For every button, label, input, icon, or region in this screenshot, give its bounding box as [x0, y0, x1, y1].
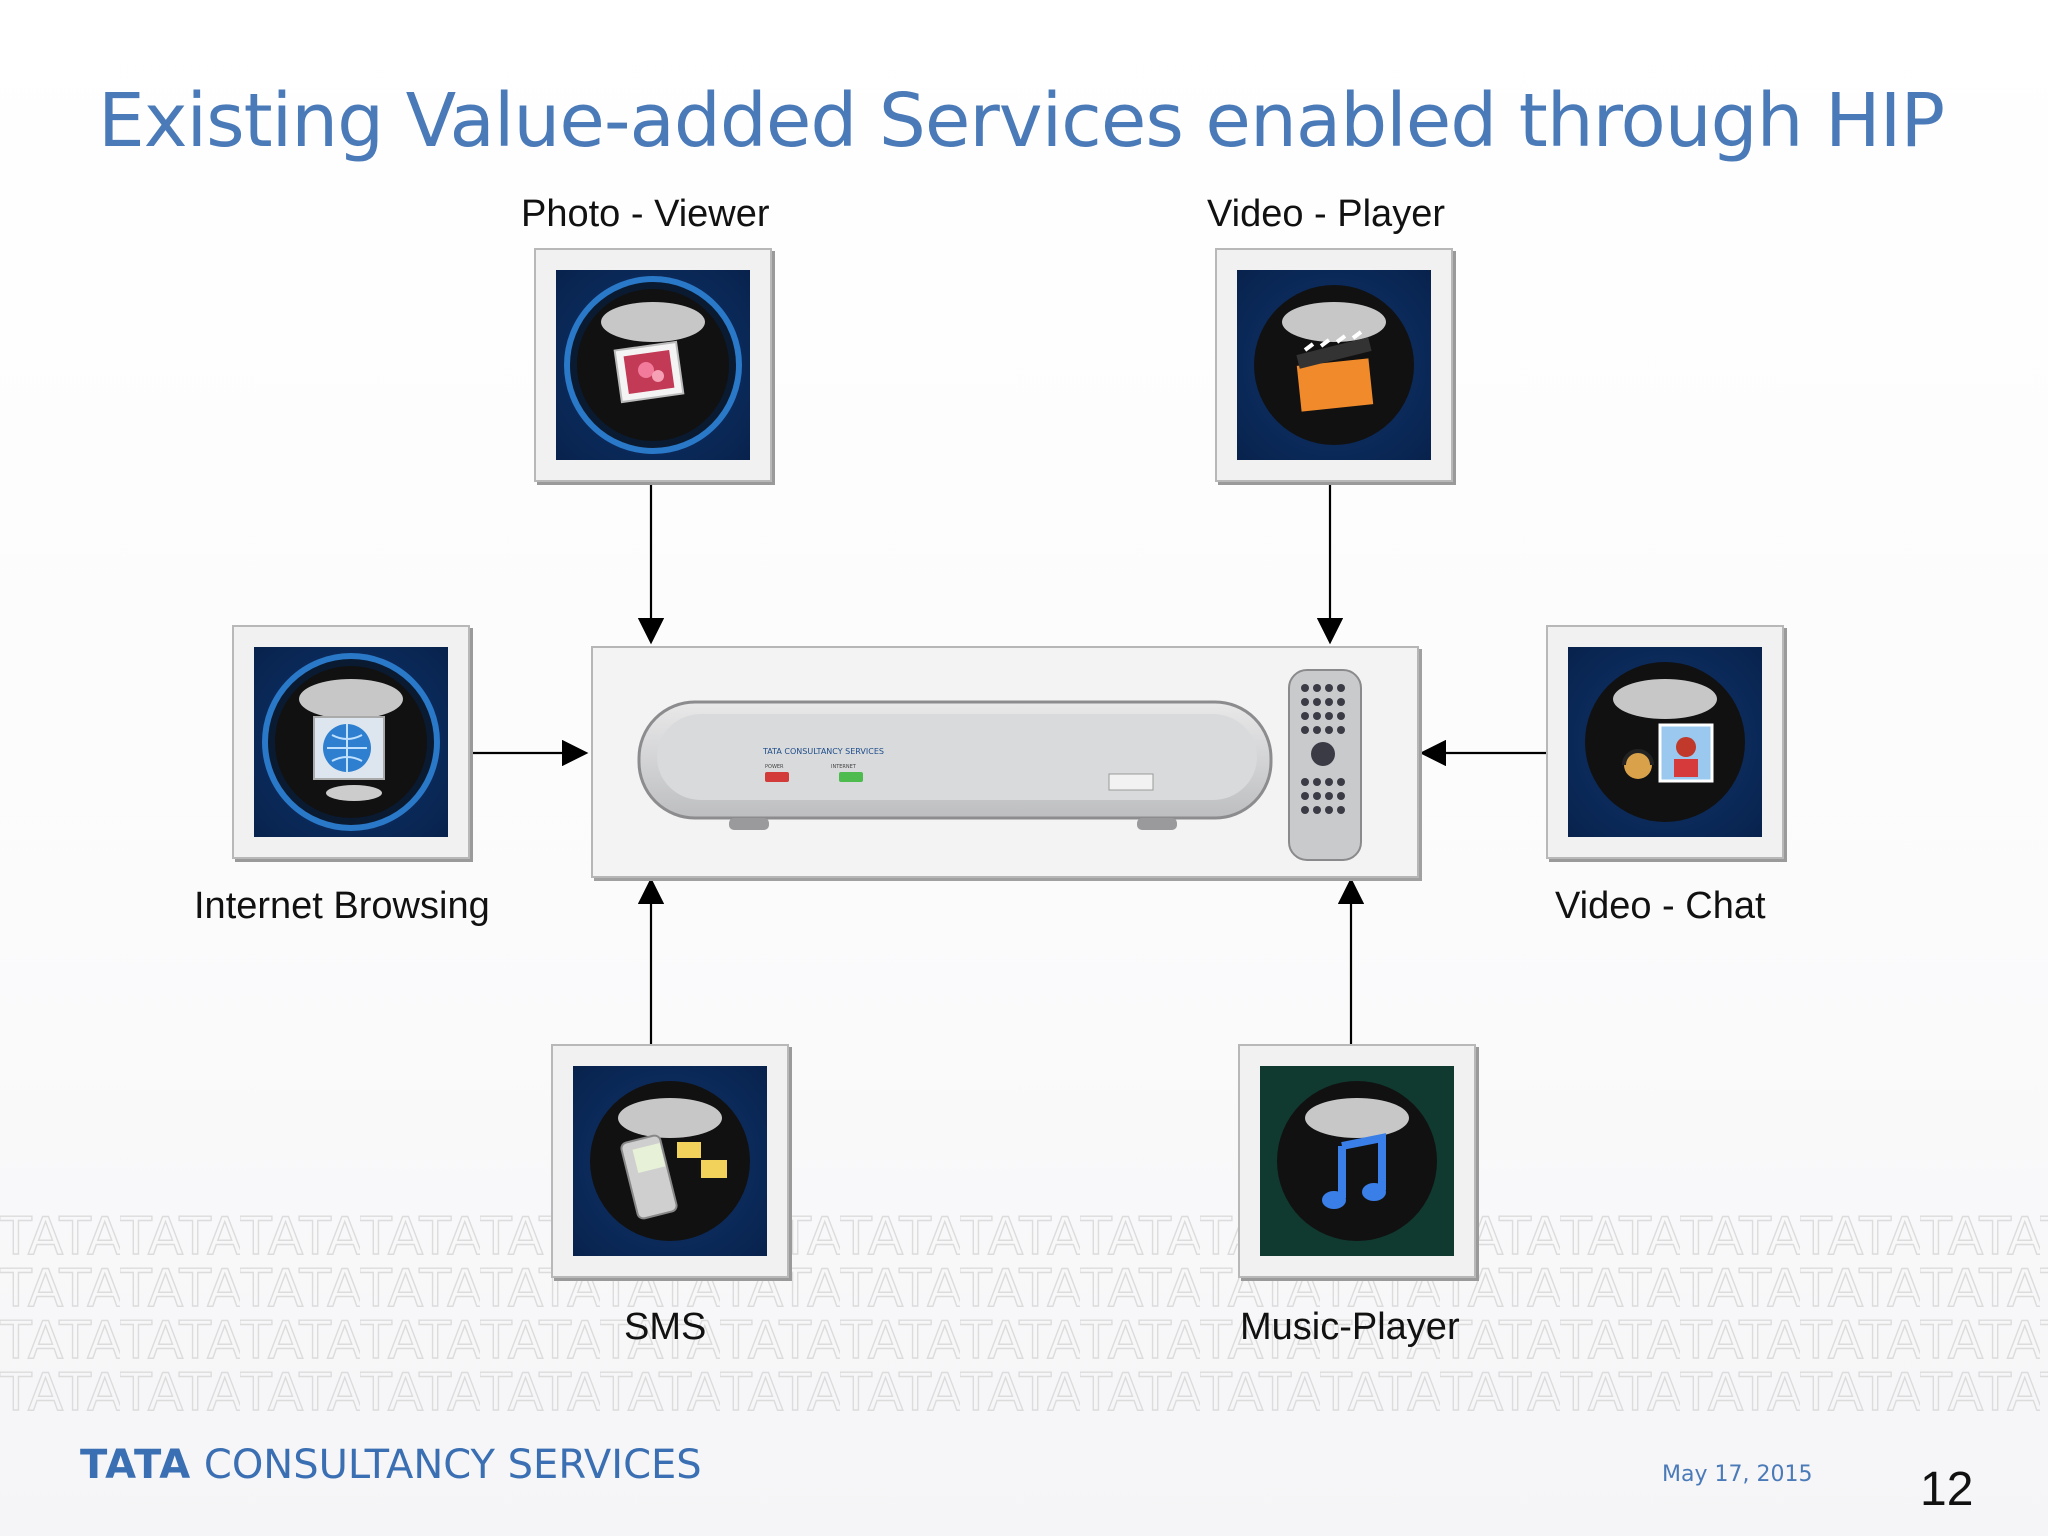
- usb-slot: [1108, 773, 1154, 791]
- music-player-tile: [1260, 1066, 1454, 1256]
- music-player-label: Music-Player: [1240, 1306, 1460, 1348]
- globe-monitor-icon: [262, 653, 440, 831]
- photo-viewer-box: [534, 248, 772, 482]
- video-chat-tile: [1568, 647, 1762, 837]
- remote-control-icon: [1288, 669, 1362, 861]
- internet-led: [839, 772, 863, 782]
- clapperboard-icon: [1254, 285, 1414, 445]
- device-brand-text: TATA CONSULTANCY SERVICES: [762, 747, 884, 756]
- video-chat-icon: [1585, 662, 1745, 822]
- internet-browsing-tile: [254, 647, 448, 837]
- photo-icon: [564, 276, 742, 454]
- video-chat-label: Video - Chat: [1555, 885, 1766, 927]
- tcs-logo: TATA CONSULTANCY SERVICES: [80, 1442, 702, 1488]
- tcs-logo-tata: TATA: [80, 1442, 192, 1488]
- phone-message-icon: [590, 1081, 750, 1241]
- video-player-tile: [1237, 270, 1431, 460]
- photo-viewer-tile: [556, 270, 750, 460]
- sms-tile: [573, 1066, 767, 1256]
- set-top-box-illustration: TATA CONSULTANCY SERVICES POWER INTERNET: [637, 669, 1362, 861]
- video-player-label: Video - Player: [1207, 193, 1445, 235]
- photo-viewer-label: Photo - Viewer: [521, 193, 770, 235]
- sms-label: SMS: [624, 1306, 707, 1348]
- video-player-box: [1215, 248, 1453, 482]
- internet-browsing-box: [232, 625, 470, 859]
- music-note-icon: [1277, 1081, 1437, 1241]
- internet-browsing-label: Internet Browsing: [194, 885, 490, 927]
- music-player-box: [1238, 1044, 1476, 1278]
- sms-box: [551, 1044, 789, 1278]
- power-led: [765, 772, 789, 782]
- video-chat-box: [1546, 625, 1784, 859]
- power-led-label: POWER: [765, 764, 784, 770]
- tcs-logo-text: CONSULTANCY SERVICES: [203, 1442, 702, 1488]
- footer-date: May 17, 2015: [1662, 1462, 1813, 1487]
- tata-watermark: TATA: [0, 1210, 2048, 1420]
- internet-led-label: INTERNET: [831, 764, 857, 770]
- page-number: 12: [1920, 1463, 1974, 1516]
- slide-title: Existing Value-added Services enabled th…: [98, 78, 1945, 164]
- hip-device-box: TATA CONSULTANCY SERVICES POWER INTERNET: [591, 646, 1419, 878]
